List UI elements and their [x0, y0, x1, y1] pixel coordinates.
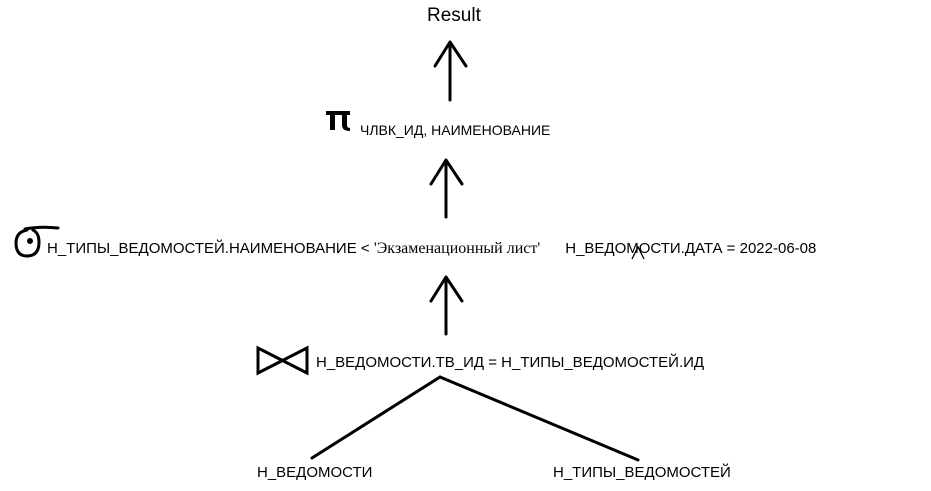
arrow-selection-to-projection [429, 158, 464, 219]
relation-right: Н_ТИПЫ_ВЕДОМОСТЕЙ [553, 464, 731, 481]
logical-and-icon [631, 245, 645, 260]
selection-condition-right: Н_ВЕДОМОСТИ.ДАТА = 2022-06-08 [565, 240, 817, 257]
sigma-selection-icon [14, 225, 60, 258]
relation-left: Н_ВЕДОМОСТИ [257, 464, 373, 481]
selection-condition: Н_ТИПЫ_ВЕДОМОСТЕЙ.НАИМЕНОВАНИЕ < 'Экзаме… [47, 241, 816, 257]
arrow-projection-to-result [433, 40, 468, 102]
projection-attributes: ЧЛВК_ИД, НАИМЕНОВАНИЕ [360, 122, 551, 138]
join-condition: Н_ВЕДОМОСТИ.ТВ_ИД = Н_ТИПЫ_ВЕДОМОСТЕЙ.ИД [316, 354, 705, 371]
pi-projection-icon [326, 111, 350, 131]
bowtie-join-icon [256, 345, 309, 376]
selection-literal: 'Экзаменационный лист' [373, 240, 541, 257]
branch-line-left [310, 375, 442, 460]
result-label: Result [427, 5, 481, 26]
arrow-join-to-selection [429, 275, 464, 336]
selection-condition-left: Н_ТИПЫ_ВЕДОМОСТЕЙ.НАИМЕНОВАНИЕ < [47, 240, 374, 257]
branch-line-right [438, 375, 640, 462]
